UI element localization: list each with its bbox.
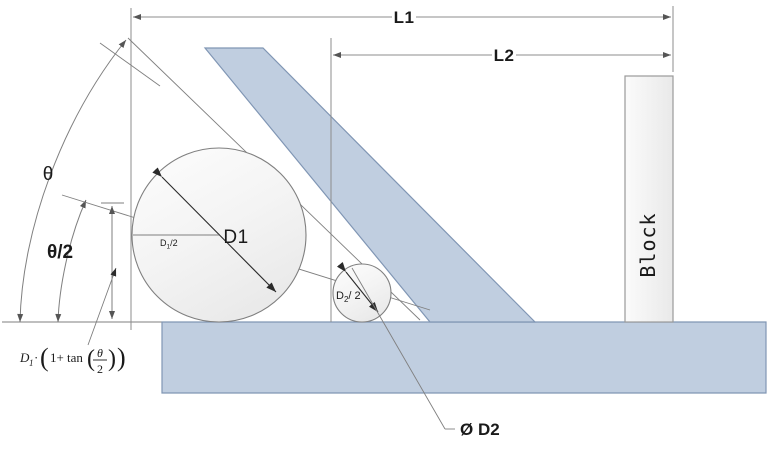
circle-d1-label: D1	[223, 227, 248, 248]
dimension-label-l2: L2	[494, 46, 515, 65]
base-plate	[161, 321, 767, 394]
construction-line-upper	[99, 42, 161, 87]
angle-arc-theta	[17, 39, 127, 323]
block-label: Block	[636, 212, 660, 277]
circle-d2-radius-label-sub: 2	[344, 295, 349, 304]
formula-paren-close: )	[117, 343, 126, 372]
circle-d2-radius-label-d: D	[336, 290, 344, 302]
formula-dot: ·	[34, 350, 38, 365]
circle-d2-callout-label: Ø D2	[460, 420, 500, 439]
formula-inner-paren-close: )	[108, 346, 116, 372]
circle-d2-leader-line	[351, 267, 446, 430]
formula-fraction-numerator: θ	[97, 346, 103, 360]
formula-inner-paren-open: (	[87, 346, 95, 372]
angle-label-theta-half: θ/2	[47, 242, 73, 263]
inclined-bar	[203, 47, 537, 323]
formula-d: D	[19, 350, 30, 365]
circle-d1-radius-label-d: D	[160, 238, 167, 248]
formula-tan: tan	[67, 350, 83, 365]
block-shape	[624, 75, 674, 323]
circle-d1-radius-label-sub: 1	[167, 244, 171, 251]
formula-d-subscript: 1	[29, 358, 34, 368]
formula-paren-open: (	[40, 343, 49, 372]
circle-d1-radius-label: D1/2	[160, 238, 178, 251]
circle-d2-radius-label: D2/ 2	[336, 290, 361, 304]
circle-d2-diameter-arrow	[336, 261, 379, 313]
circle-d1-radius-label-rest: /2	[170, 238, 178, 248]
angle-arc-theta-half	[55, 199, 87, 323]
formula-one-plus: 1+	[50, 350, 64, 365]
circle-d2-radius-label-rest: / 2	[348, 290, 360, 302]
dimension-label-l1: L1	[394, 8, 415, 27]
formula-fraction-denominator: 2	[97, 362, 103, 376]
angle-label-theta: θ	[43, 164, 54, 185]
formula-leader-line	[87, 267, 117, 346]
height-formula: D 1 · ( 1+ tan ( θ 2 ) )	[19, 343, 126, 376]
